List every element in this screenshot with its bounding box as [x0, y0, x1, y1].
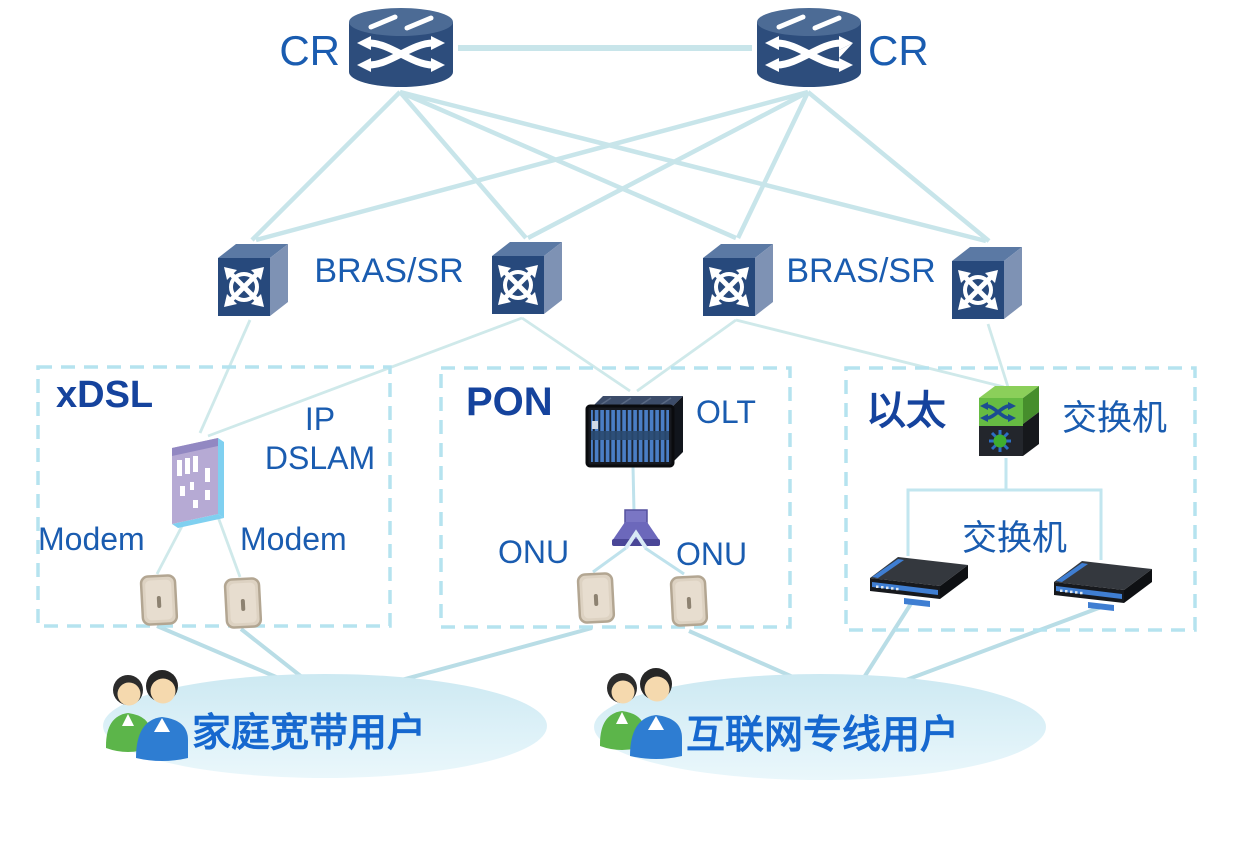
pon-title: PON [466, 380, 553, 424]
dedicated-users-people-icon [592, 666, 690, 760]
core-router-left-icon [345, 6, 457, 92]
modem-right-icon [222, 575, 264, 633]
modem-left-label: Modem [38, 521, 145, 557]
bras-router-3-icon [697, 240, 777, 322]
ip-dslam-line2: DSLAM [264, 440, 376, 477]
core-router-right-icon [753, 6, 865, 92]
bras-router-1-icon [212, 240, 292, 322]
optical-splitter-icon [608, 508, 664, 552]
ip-dslam-line1: IP [304, 401, 336, 437]
ethernet-agg-switch-icon [973, 382, 1041, 462]
cr-right-label: CR [868, 27, 929, 74]
olt-chassis-icon [583, 390, 685, 470]
home-broadband-users-label: 家庭宽带用户 [192, 712, 427, 755]
onu-right-label: ONU [676, 536, 748, 572]
access-switch-label: 交换机 [962, 519, 1068, 558]
xdsl-title: xDSL [56, 374, 154, 416]
agg-switch-label: 交换机 [1062, 399, 1168, 438]
dedicated-line-users-label: 互联网专线用户 [686, 714, 960, 757]
onu-left-label: ONU [498, 534, 570, 570]
links-switch-bracket [906, 458, 1103, 560]
onu-left-icon [575, 570, 617, 628]
bras-router-2-icon [486, 238, 566, 320]
ethernet-access-switch-left-icon [868, 552, 970, 610]
ethernet-title: 以太 [866, 389, 946, 433]
modem-left-icon [138, 572, 180, 630]
olt-label: OLT [696, 394, 756, 430]
ethernet-segment-box [844, 366, 1197, 632]
links-olt-splitter-onu [592, 465, 685, 576]
ethernet-access-switch-right-icon [1052, 556, 1154, 614]
onu-right-icon [668, 573, 710, 631]
ip-dslam-label: IP DSLAM [250, 400, 390, 478]
links-cr-to-bras [250, 89, 991, 244]
home-users-people-icon [98, 668, 196, 762]
pon-segment-box [439, 366, 792, 629]
dslam-card-icon [160, 430, 232, 530]
bras-sr-right-label: BRAS/SR [786, 252, 936, 290]
bras-router-4-icon [946, 243, 1026, 325]
links-bras-to-access [198, 316, 1010, 438]
modem-right-label: Modem [240, 521, 347, 557]
xdsl-segment-box [36, 365, 392, 628]
cr-left-label: CR [279, 27, 340, 74]
bras-sr-left-label: BRAS/SR [314, 252, 464, 290]
